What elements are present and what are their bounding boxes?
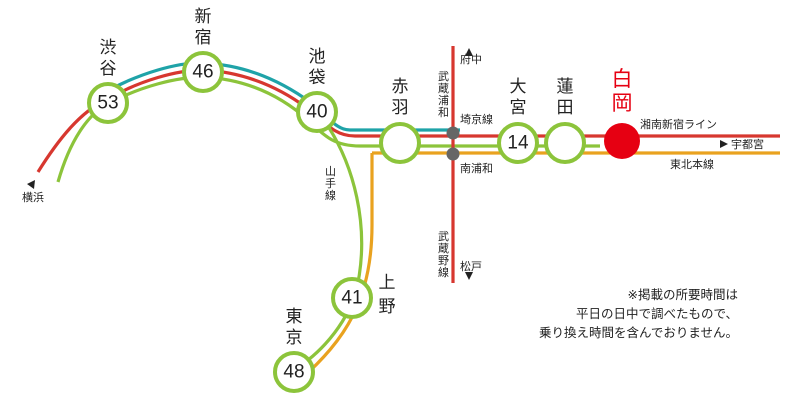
station-name: 赤: [392, 77, 409, 97]
station-minutes: 14: [507, 133, 529, 154]
station-akabane[interactable]: 赤 羽: [379, 77, 421, 164]
station-name: 大: [510, 77, 527, 97]
vertical-label-musashi-urawa: 武蔵浦和: [438, 70, 449, 119]
label-tohoku-line: 東北本線: [670, 157, 714, 171]
label-minami-urawa: 南浦和: [460, 162, 493, 175]
labels: 横浜 府中 松戸 埼京線 南浦和 湘南新宿ライン 宇都宮 東北本線 武蔵浦和 武…: [22, 52, 764, 279]
station-name: 上: [379, 273, 396, 293]
junction-minami-urawa: [446, 147, 460, 161]
station-ikebukuro[interactable]: 40 池 袋: [296, 47, 338, 133]
station-shinjuku[interactable]: 46 新 宿: [182, 7, 224, 93]
tohoku-line-south: [298, 153, 374, 382]
label-utsunomiya: 宇都宮: [731, 137, 764, 151]
station-name: 蓮: [557, 77, 574, 97]
stations: 53 渋 谷 46 新 宿 40 池 袋 赤 羽 14 大 宮: [87, 7, 640, 393]
station-name: 野: [379, 297, 396, 317]
station-minutes: 41: [341, 288, 362, 309]
arrows: [27, 48, 728, 280]
label-yokohama: 横浜: [22, 190, 44, 204]
station-minutes: 48: [283, 362, 304, 383]
station-name: 田: [557, 98, 574, 118]
svg-text:武蔵浦和: 武蔵浦和: [438, 70, 449, 119]
svg-text:武蔵野線: 武蔵野線: [438, 230, 449, 279]
vertical-label-yamanote-line: 山手線: [325, 165, 336, 202]
footnote-line-3: 乗り換え時間を含んでおりません。: [539, 325, 738, 340]
station-name: 京: [286, 328, 303, 348]
station-name: 渋: [100, 38, 117, 58]
station-minutes: 46: [192, 62, 213, 83]
station-shibuya[interactable]: 53 渋 谷: [87, 38, 129, 124]
vertical-label-musashino-line: 武蔵野線: [438, 230, 449, 279]
label-shonan-shinjuku-line: 湘南新宿ライン: [640, 117, 717, 131]
svg-text:山手線: 山手線: [325, 165, 336, 202]
station-name: 谷: [100, 59, 117, 79]
station-ueno[interactable]: 41 上 野: [331, 273, 396, 319]
arrow-yokohama: [27, 180, 35, 189]
arrow-fuchu: [465, 48, 473, 56]
station-name: 羽: [392, 98, 409, 118]
station-name: 宿: [195, 28, 212, 48]
footnote: ※掲載の所要時間は 平日の日中で調べたもので、 乗り換え時間を含んでおりません。: [539, 287, 738, 340]
station-tokyo[interactable]: 48 東 京: [273, 307, 315, 393]
station-name: 袋: [309, 68, 326, 88]
label-saikyo-line: 埼京線: [460, 112, 493, 126]
station-name: 宮: [510, 98, 527, 118]
station-name: 池: [309, 47, 326, 67]
station-minutes: 40: [306, 102, 327, 123]
label-fuchu: 府中: [460, 52, 482, 66]
station-name: 新: [195, 7, 212, 27]
station-name: 白: [612, 67, 633, 91]
junction-musashi-urawa: [446, 126, 460, 140]
station-name: 東: [286, 307, 303, 327]
station-shiraoka[interactable]: 白 岡: [604, 67, 640, 159]
footnote-line-2: 平日の日中で調べたもので、: [576, 306, 738, 321]
label-matsudo: 松戸: [460, 259, 482, 273]
station-name: 岡: [612, 91, 633, 115]
station-omiya[interactable]: 14 大 宮: [497, 77, 539, 164]
station-minutes: 53: [97, 93, 118, 114]
station-hasuda[interactable]: 蓮 田: [544, 77, 586, 164]
arrow-matsudo: [465, 272, 473, 280]
footnote-line-1: ※掲載の所要時間は: [628, 287, 738, 302]
arrow-utsunomiya: [720, 140, 728, 148]
